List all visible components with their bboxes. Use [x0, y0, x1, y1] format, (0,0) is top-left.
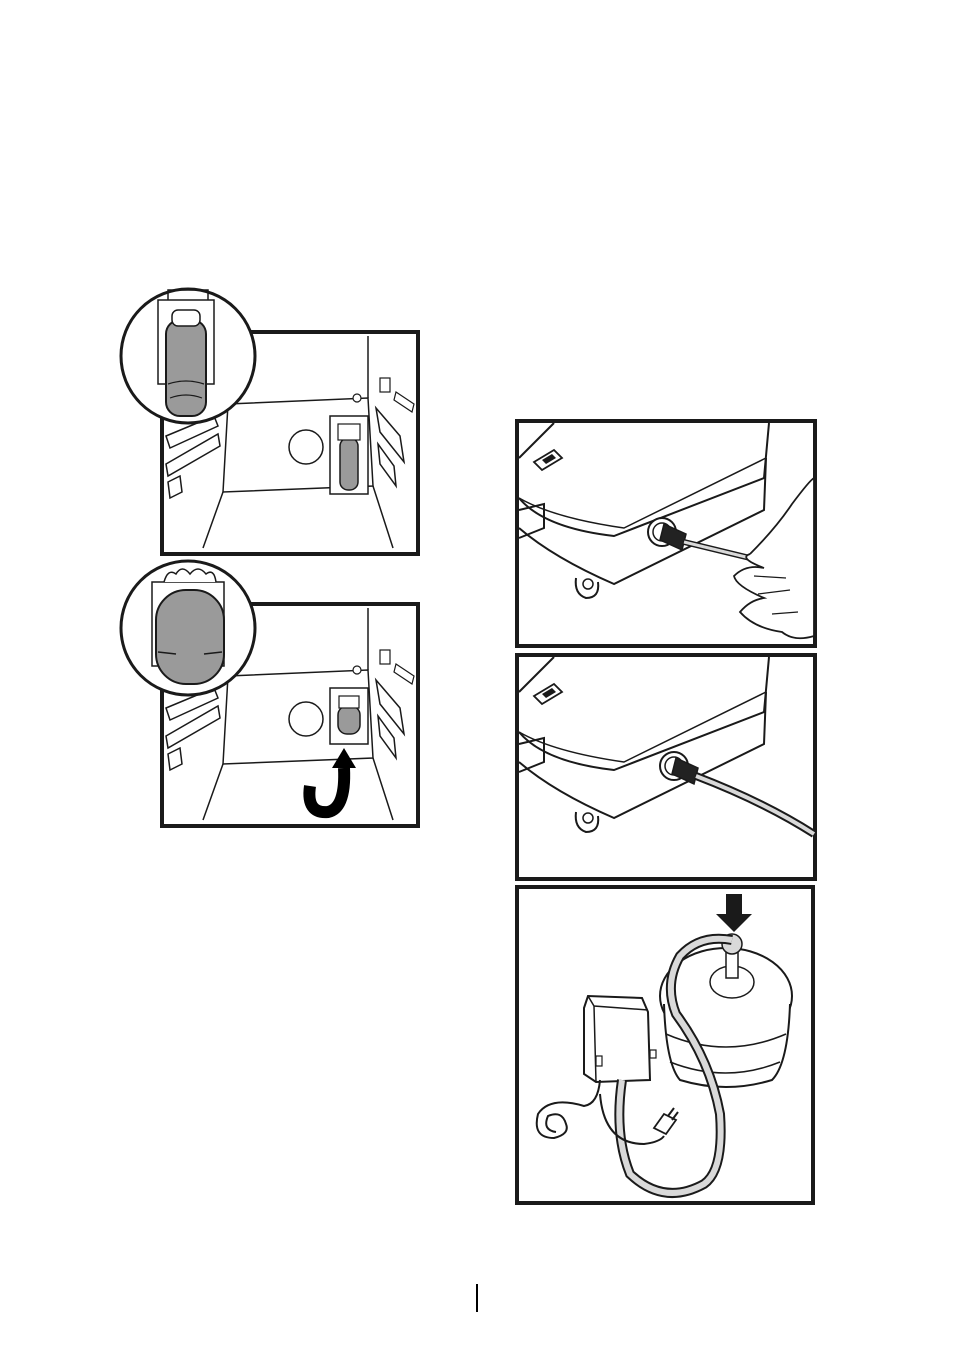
figure-pump-hose-inserting	[514, 418, 819, 650]
figure-filter-rotated	[118, 558, 423, 830]
figure-filter-inserted	[118, 286, 423, 558]
figure-pump-bottle-setup	[514, 884, 817, 1206]
figure-pump-hose-connected	[514, 652, 819, 882]
water-bottle-pump-illustration	[514, 884, 817, 1206]
page-number-divider	[476, 1284, 478, 1312]
fridge-filter-rotate-illustration	[118, 558, 423, 830]
pump-hose-insert-illustration	[514, 418, 819, 650]
fridge-filter-inserted-illustration	[118, 286, 423, 558]
pump-hose-connected-illustration	[514, 652, 819, 882]
